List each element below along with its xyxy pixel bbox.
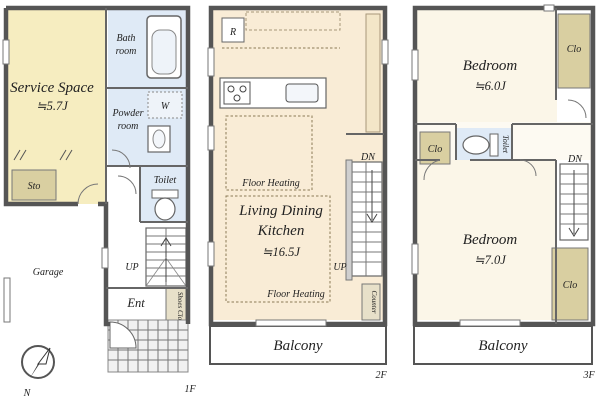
floor-label-2f: 2F	[375, 370, 387, 381]
dn-2f-label: DN	[360, 152, 376, 163]
counter-label: Counter	[370, 291, 378, 314]
sink-icon	[285, 83, 319, 103]
floor-3f: Bedroom ≒6.0J Clo Clo Toilet DN Bedroom …	[411, 4, 595, 381]
service-space-size: ≒5.7J	[36, 99, 69, 113]
balcony-3f	[413, 325, 593, 365]
floor-label-3f: 3F	[582, 370, 595, 381]
entrance-area	[108, 288, 164, 316]
entrance-porch	[107, 319, 189, 373]
compass-north-label: N	[23, 388, 32, 399]
bedroom-2-size: ≒7.0J	[474, 253, 507, 267]
floor-label-1f: 1F	[184, 384, 196, 395]
floor-heating-zone-1	[225, 115, 313, 191]
closet-3f-1	[557, 13, 591, 89]
powder-label-1: Powder	[111, 108, 143, 119]
built-in-shelf	[365, 13, 381, 133]
fridge-box	[221, 17, 245, 43]
stairs-2f	[345, 159, 383, 281]
compass-icon: N	[21, 345, 55, 399]
powder-label-2: room	[118, 121, 139, 132]
bedroom-1-size: ≒6.0J	[474, 79, 507, 93]
stairs-3f	[559, 163, 589, 241]
washer-label: W	[161, 101, 171, 112]
balcony-3f-label: Balcony	[478, 338, 527, 354]
stairs-1f	[145, 227, 187, 287]
stove-icon	[223, 81, 251, 105]
closet-3f-2	[419, 131, 451, 165]
storage-1f	[11, 169, 57, 201]
balcony-2f	[209, 325, 387, 365]
garage-label: Garage	[33, 267, 64, 278]
toilet-3f-label: Toilet	[501, 135, 510, 154]
bath-label-2: room	[116, 46, 137, 57]
balcony-2f-label: Balcony	[273, 338, 322, 354]
counter-2f	[361, 283, 381, 321]
fridge-label: R	[229, 27, 236, 38]
bedroom-2	[417, 160, 557, 320]
floor-heating-label-1: Floor Heating	[241, 178, 300, 189]
garage-post	[3, 277, 11, 323]
floor-1f: Service Space ≒5.7J Sto Bath room Powder…	[2, 5, 196, 395]
shoes-closet-label: Shoes Clo	[176, 292, 184, 321]
upper-cabinets	[245, 11, 341, 31]
floor-heating-zone-2	[225, 195, 331, 303]
closet-3f-3	[551, 247, 589, 321]
entrance-label: Ent	[126, 296, 145, 310]
up-2f-label: UP	[333, 262, 346, 273]
closet-3f-1-label: Clo	[567, 44, 581, 55]
floor-2f: R Floor Heating Living Dining Kitchen ≒1…	[207, 5, 389, 381]
ldk-label-2: Kitchen	[257, 223, 305, 239]
bedroom-1	[417, 10, 557, 122]
dn-3f-label: DN	[567, 154, 583, 165]
ldk-size-label: ≒16.5J	[262, 245, 301, 259]
washer-box	[147, 91, 183, 119]
bedroom-1-label: Bedroom	[463, 58, 518, 74]
closet-3f-3-label: Clo	[563, 280, 577, 291]
service-space-label: Service Space	[10, 80, 94, 96]
toilet-1f-label: Toilet	[154, 175, 177, 186]
toilet-icon-1f	[151, 189, 179, 199]
closet-3f-2-label: Clo	[428, 144, 442, 155]
storage-1f-label: Sto	[28, 181, 41, 192]
up-1f-label: UP	[125, 262, 138, 273]
ldk-label-1: Living Dining	[238, 203, 323, 219]
floor-heating-label-2: Floor Heating	[266, 289, 325, 300]
bath-label-1: Bath	[117, 33, 136, 44]
bedroom-2-label: Bedroom	[463, 232, 518, 248]
toilet-icon-3f	[489, 133, 499, 157]
